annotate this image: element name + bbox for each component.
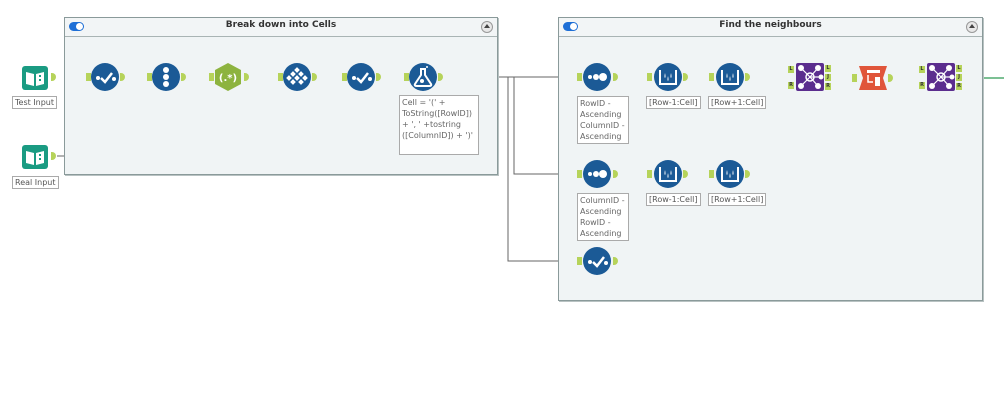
select-check-icon xyxy=(352,72,372,84)
output-anchor[interactable] xyxy=(745,73,750,81)
join-left-output[interactable]: L xyxy=(825,65,831,72)
formula-flask-icon xyxy=(413,66,433,87)
tool-test-input[interactable] xyxy=(22,64,50,90)
join-icon xyxy=(796,63,824,91)
output-anchor[interactable] xyxy=(438,73,443,81)
output-anchor[interactable] xyxy=(376,73,381,81)
transpose-icon xyxy=(286,67,308,85)
tool-multi-row-formula[interactable] xyxy=(654,160,682,188)
formula-note: Cell = '(' + ToString([RowID]) + ', ' +t… xyxy=(399,95,479,155)
output-anchor[interactable] xyxy=(745,170,750,178)
output-anchor[interactable] xyxy=(51,152,56,160)
tool-label: Test Input xyxy=(12,96,58,109)
multi-row-formula-icon xyxy=(721,167,739,182)
tool-select[interactable] xyxy=(91,63,119,91)
select-check-icon xyxy=(96,72,116,84)
container-header: Break down into Cells xyxy=(65,18,497,37)
multi-row-formula-icon xyxy=(659,70,677,85)
tool-join[interactable] xyxy=(796,63,824,91)
wire-formula-to-sort2 xyxy=(513,77,576,175)
output-anchor[interactable] xyxy=(613,73,618,81)
input-anchor[interactable] xyxy=(404,73,409,81)
tool-select[interactable] xyxy=(583,247,611,275)
input-anchor[interactable] xyxy=(577,170,582,178)
join-join-output[interactable]: J xyxy=(825,74,831,81)
sort-note: RowID - Ascending ColumnID - Ascending xyxy=(577,96,629,144)
multi-row-formula-icon xyxy=(659,167,677,182)
join-left-output[interactable]: L xyxy=(956,65,962,72)
output-anchor[interactable] xyxy=(683,170,688,178)
output-anchor[interactable] xyxy=(613,257,618,265)
output-anchor[interactable] xyxy=(181,73,186,81)
join-join-output[interactable]: J xyxy=(956,74,962,81)
tool-record-id[interactable] xyxy=(152,63,180,91)
collapse-button[interactable] xyxy=(481,21,493,33)
container-title: Break down into Cells xyxy=(225,20,337,30)
tool-formula[interactable] xyxy=(409,63,437,91)
input-anchor[interactable] xyxy=(278,73,283,81)
crosstab-icon xyxy=(859,66,887,90)
sort-note: ColumnID - Ascending RowID - Ascending xyxy=(577,193,629,241)
tool-label: Real Input xyxy=(12,176,59,189)
input-anchor[interactable] xyxy=(342,73,347,81)
container-header: Find the neighbours xyxy=(559,18,982,37)
multi-row-formula-icon xyxy=(721,70,739,85)
output-anchor[interactable] xyxy=(51,73,56,81)
tool-sort[interactable] xyxy=(583,160,611,188)
tool-real-input[interactable] xyxy=(22,143,50,169)
input-anchor[interactable] xyxy=(577,73,582,81)
multi-row-label: [Row-1:Cell] xyxy=(646,96,701,109)
container-find-neighbours: Find the neighbours xyxy=(558,17,983,301)
tool-crosstab[interactable] xyxy=(859,64,887,92)
multi-row-label: [Row+1:Cell] xyxy=(708,193,767,206)
tool-select[interactable] xyxy=(347,63,375,91)
join-right-output[interactable]: R xyxy=(825,83,831,90)
input-anchor[interactable] xyxy=(147,73,152,81)
join-right-anchor[interactable]: R xyxy=(919,82,925,89)
sort-dots-icon xyxy=(588,170,607,178)
output-anchor[interactable] xyxy=(683,73,688,81)
tool-sort[interactable] xyxy=(583,63,611,91)
output-anchor[interactable] xyxy=(244,73,249,81)
multi-row-label: [Row+1:Cell] xyxy=(708,96,767,109)
regex-icon: (.*) xyxy=(215,63,241,91)
svg-text:(.*): (.*) xyxy=(219,73,237,84)
collapse-button[interactable] xyxy=(966,21,978,33)
tool-regex[interactable]: (.*) xyxy=(214,63,242,91)
container-toggle[interactable] xyxy=(563,22,578,31)
input-book-icon xyxy=(22,66,48,90)
tool-multi-row-formula[interactable] xyxy=(716,63,744,91)
select-check-icon xyxy=(588,256,608,268)
output-anchor[interactable] xyxy=(888,74,893,82)
input-anchor[interactable] xyxy=(209,73,214,81)
join-left-anchor[interactable]: L xyxy=(919,66,925,73)
join-icon xyxy=(927,63,955,91)
input-anchor[interactable] xyxy=(577,257,582,265)
tool-join[interactable] xyxy=(927,63,955,91)
wire-formula-to-select2 xyxy=(507,77,576,262)
input-anchor[interactable] xyxy=(852,74,857,82)
record-id-icon xyxy=(163,67,169,87)
input-anchor[interactable] xyxy=(647,170,652,178)
container-toggle[interactable] xyxy=(69,22,84,31)
tool-multi-row-formula[interactable] xyxy=(654,63,682,91)
output-anchor[interactable] xyxy=(613,170,618,178)
input-anchor[interactable] xyxy=(647,73,652,81)
join-right-anchor[interactable]: R xyxy=(788,82,794,89)
tool-transpose[interactable] xyxy=(283,63,311,91)
input-anchor[interactable] xyxy=(709,170,714,178)
input-anchor[interactable] xyxy=(86,73,91,81)
input-anchor[interactable] xyxy=(709,73,714,81)
output-anchor[interactable] xyxy=(120,73,125,81)
container-title: Find the neighbours xyxy=(719,20,822,30)
input-book-icon xyxy=(22,145,48,169)
join-left-anchor[interactable]: L xyxy=(788,66,794,73)
tool-multi-row-formula[interactable] xyxy=(716,160,744,188)
output-anchor[interactable] xyxy=(312,73,317,81)
multi-row-label: [Row-1:Cell] xyxy=(646,193,701,206)
join-right-output[interactable]: R xyxy=(956,83,962,90)
sort-dots-icon xyxy=(588,73,607,81)
